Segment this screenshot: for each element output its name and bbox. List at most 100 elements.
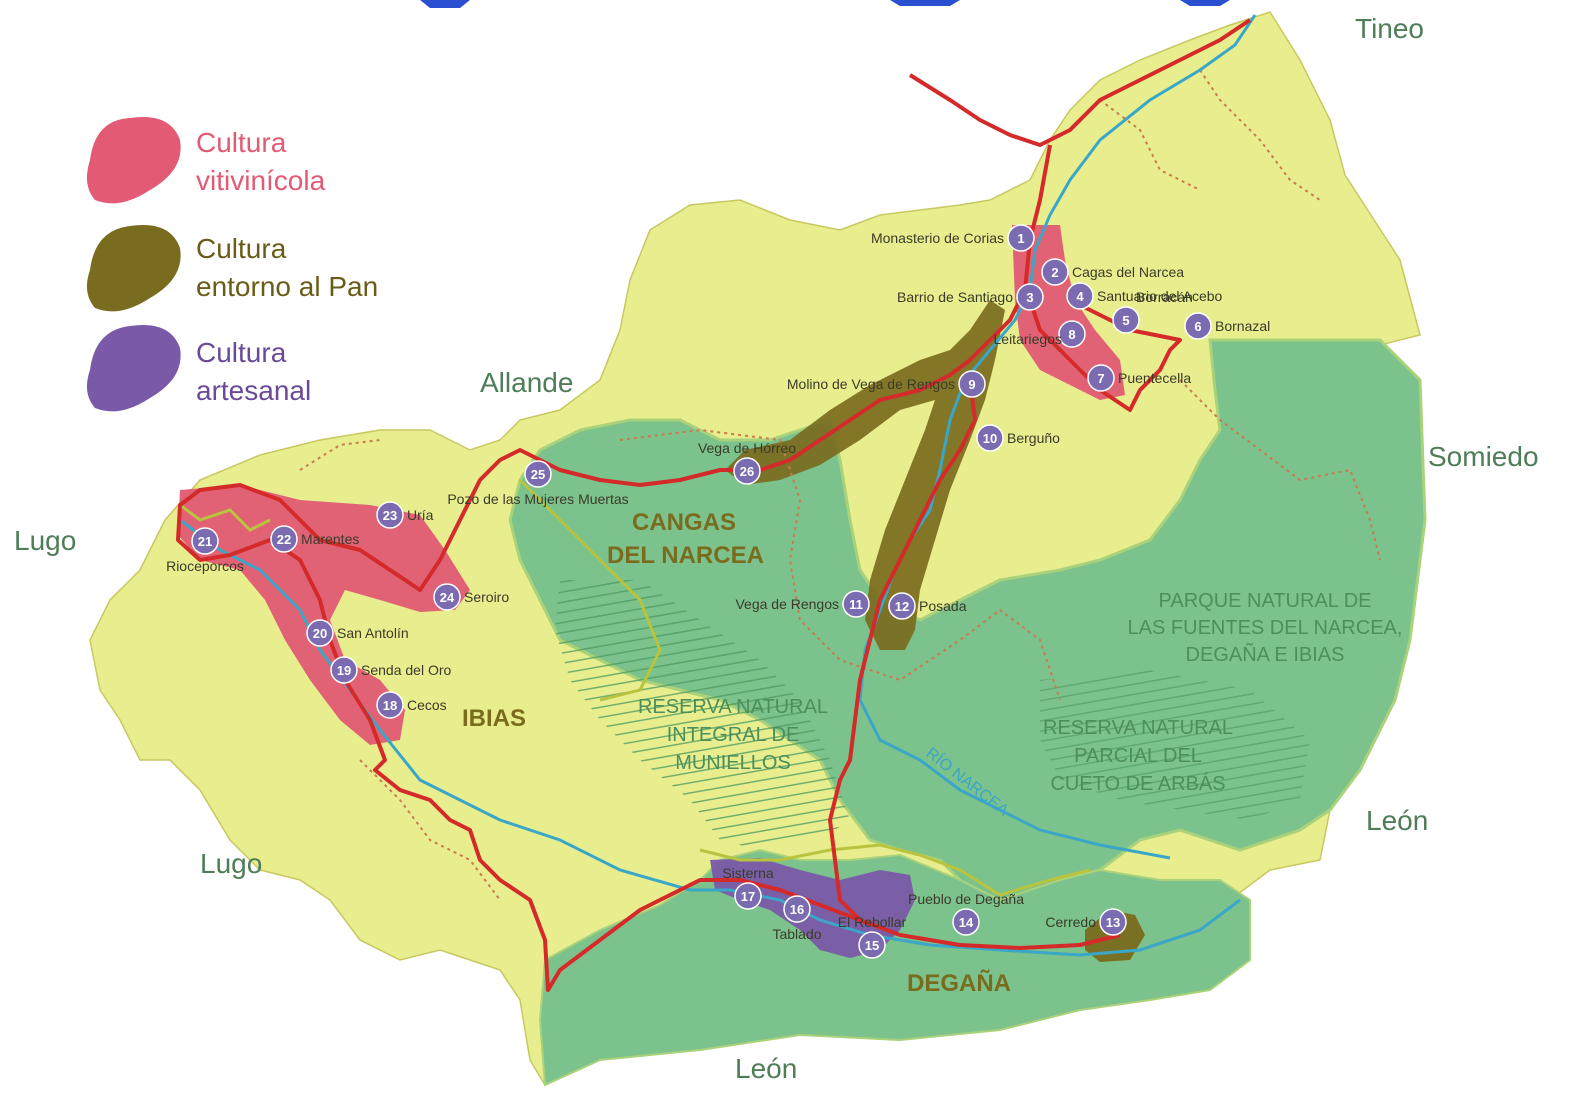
site-marker-circle[interactable] xyxy=(306,619,334,647)
legend-label-artesanal-2: artesanal xyxy=(196,375,311,406)
site-marker-circle[interactable] xyxy=(1041,258,1069,286)
site-marker-circle[interactable] xyxy=(842,590,870,618)
site-marker-circle[interactable] xyxy=(958,370,986,398)
site-marker[interactable]: 11 Vega de Rengos xyxy=(735,590,870,618)
site-marker-number: 17 xyxy=(741,889,755,904)
site-marker-number: 3 xyxy=(1026,290,1033,305)
site-marker-number: 2 xyxy=(1051,265,1058,280)
zone-vitivinicola-east xyxy=(1012,225,1125,400)
legend-label-vitivinicola-2: vitivinícola xyxy=(196,165,326,196)
site-label: Posada xyxy=(919,598,967,614)
site-marker[interactable]: 5 Borracán xyxy=(1112,289,1193,334)
site-marker-number: 19 xyxy=(337,663,351,678)
site-marker-circle[interactable] xyxy=(1087,364,1115,392)
site-marker-number: 20 xyxy=(313,626,327,641)
site-marker-number: 16 xyxy=(790,902,804,917)
municipality-cangas-1: CANGAS xyxy=(632,509,736,536)
neighbor-allande: Allande xyxy=(480,367,573,398)
legend-swatch-vitivinicola xyxy=(86,116,181,204)
legend-label-artesanal-1: Cultura xyxy=(196,337,287,368)
site-marker-circle[interactable] xyxy=(1016,283,1044,311)
site-marker-number: 11 xyxy=(849,597,863,612)
site-label: Pueblo de Degaña xyxy=(908,891,1024,907)
legend: Cultura vitivinícola Cultura entorno al … xyxy=(86,116,378,412)
site-label: Marentes xyxy=(301,531,359,547)
legend-label-pan-1: Cultura xyxy=(196,233,287,264)
municipality-labels: CANGAS DEL NARCEA IBIAS DEGAÑA xyxy=(462,509,1011,997)
zone-pan-band xyxy=(725,300,1005,650)
site-marker-circle[interactable] xyxy=(1058,320,1086,348)
site-label: Puentecella xyxy=(1118,370,1191,386)
site-label: Barrio de Santiago xyxy=(897,289,1013,305)
municipality-ibias: IBIAS xyxy=(462,705,526,732)
site-label: Senda del Oro xyxy=(361,662,451,678)
site-marker-circle[interactable] xyxy=(733,457,761,485)
site-marker-circle[interactable] xyxy=(976,424,1004,452)
site-marker-circle[interactable] xyxy=(376,691,404,719)
site-marker-circle[interactable] xyxy=(858,931,886,959)
municipality-degana: DEGAÑA xyxy=(907,969,1011,997)
site-label: Leitariegos xyxy=(994,331,1063,347)
site-marker-circle[interactable] xyxy=(888,592,916,620)
neighbor-tineo: Tineo xyxy=(1355,13,1424,44)
site-marker-circle[interactable] xyxy=(1184,312,1212,340)
site-marker-circle[interactable] xyxy=(376,501,404,529)
site-marker-number: 12 xyxy=(895,599,909,614)
site-label: Tablado xyxy=(772,926,821,942)
site-marker-circle[interactable] xyxy=(270,525,298,553)
route-main xyxy=(176,18,1252,992)
legend-label-pan-2: entorno al Pan xyxy=(196,271,378,302)
site-marker-circle[interactable] xyxy=(1066,282,1094,310)
site-marker-number: 9 xyxy=(968,377,975,392)
site-marker-circle[interactable] xyxy=(1099,908,1127,936)
site-marker-circle[interactable] xyxy=(1007,224,1035,252)
site-marker-circle[interactable] xyxy=(1112,306,1140,334)
site-marker-circle[interactable] xyxy=(433,583,461,611)
site-marker-circle[interactable] xyxy=(783,895,811,923)
neighbor-leon-east: León xyxy=(1366,805,1428,836)
site-marker-circle[interactable] xyxy=(734,882,762,910)
site-label: Rioceporcos xyxy=(166,558,244,574)
site-marker-circle[interactable] xyxy=(330,656,358,684)
municipal-border xyxy=(179,478,1091,897)
legend-swatch-artesanal xyxy=(86,324,181,412)
site-marker-number: 6 xyxy=(1194,319,1201,334)
site-marker[interactable]: 3 Barrio de Santiago xyxy=(897,283,1044,311)
site-label: Borracán xyxy=(1136,289,1193,305)
site-marker[interactable]: 12 Posada xyxy=(888,592,967,620)
site-marker-circle[interactable] xyxy=(191,527,219,555)
site-label: Santuario del Acebo xyxy=(1097,288,1223,304)
site-label: Vega de Rengos xyxy=(735,596,839,612)
dotted-boundary xyxy=(299,69,1381,901)
site-marker[interactable]: 19 Senda del Oro xyxy=(330,656,451,684)
site-label: Cerredo xyxy=(1045,914,1096,930)
site-marker-number: 1 xyxy=(1017,231,1024,246)
site-marker-number: 5 xyxy=(1122,313,1129,328)
site-marker-circle[interactable] xyxy=(524,460,552,488)
site-marker-circle[interactable] xyxy=(952,908,980,936)
neighbor-somiedo: Somiedo xyxy=(1428,441,1539,472)
site-label: El Rebollar xyxy=(838,914,907,930)
